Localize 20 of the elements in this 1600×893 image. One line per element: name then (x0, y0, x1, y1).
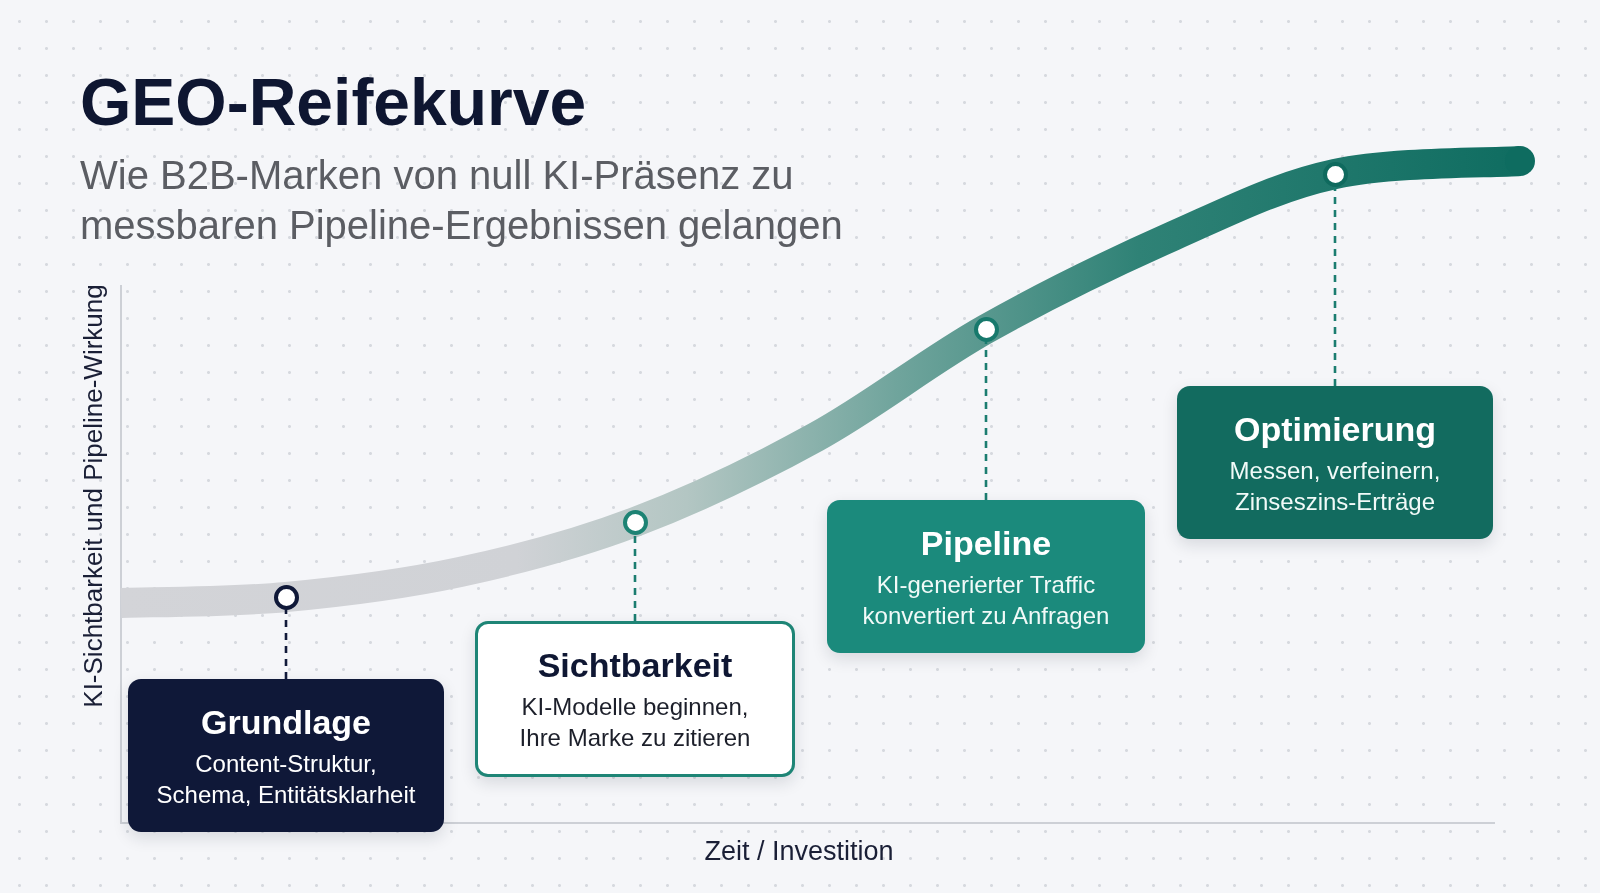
stage-heading: Grundlage (201, 701, 371, 742)
stage-description: KI-Modelle beginnen, Ihre Marke zu zitieren (518, 692, 752, 753)
stage-box (475, 621, 795, 777)
subtitle: Wie B2B-Marken von null KI-Präsenz zu messbaren Pipeline-Ergebnissen gelangen (80, 152, 844, 249)
stage-description: KI-generierter Traffic konvertiert zu Anfragen (861, 569, 1111, 631)
leader-line (633, 534, 637, 621)
leader-line (1333, 186, 1337, 386)
stage-description: Messen, verfeinern, Zinseszins-Erträge (1228, 455, 1442, 517)
stage-box (1177, 386, 1493, 539)
title: GEO-Reifekurve (80, 69, 587, 135)
stage-description: Content-Struktur, Schema, Entitätsklarheit (155, 748, 417, 810)
stage-heading: Pipeline (920, 522, 1052, 563)
stage-heading: Sichtbarkeit (537, 645, 733, 685)
x-axis-label: Zeit / Investition (704, 835, 894, 867)
stage-box (128, 679, 444, 832)
leader-line (284, 609, 288, 679)
y-axis-label: KI-Sichtbarkeit und Pipeline-Wirkung (78, 284, 108, 708)
stage-heading: Optimierung (1233, 408, 1437, 449)
stage-box (827, 500, 1145, 653)
leader-line (984, 341, 988, 500)
